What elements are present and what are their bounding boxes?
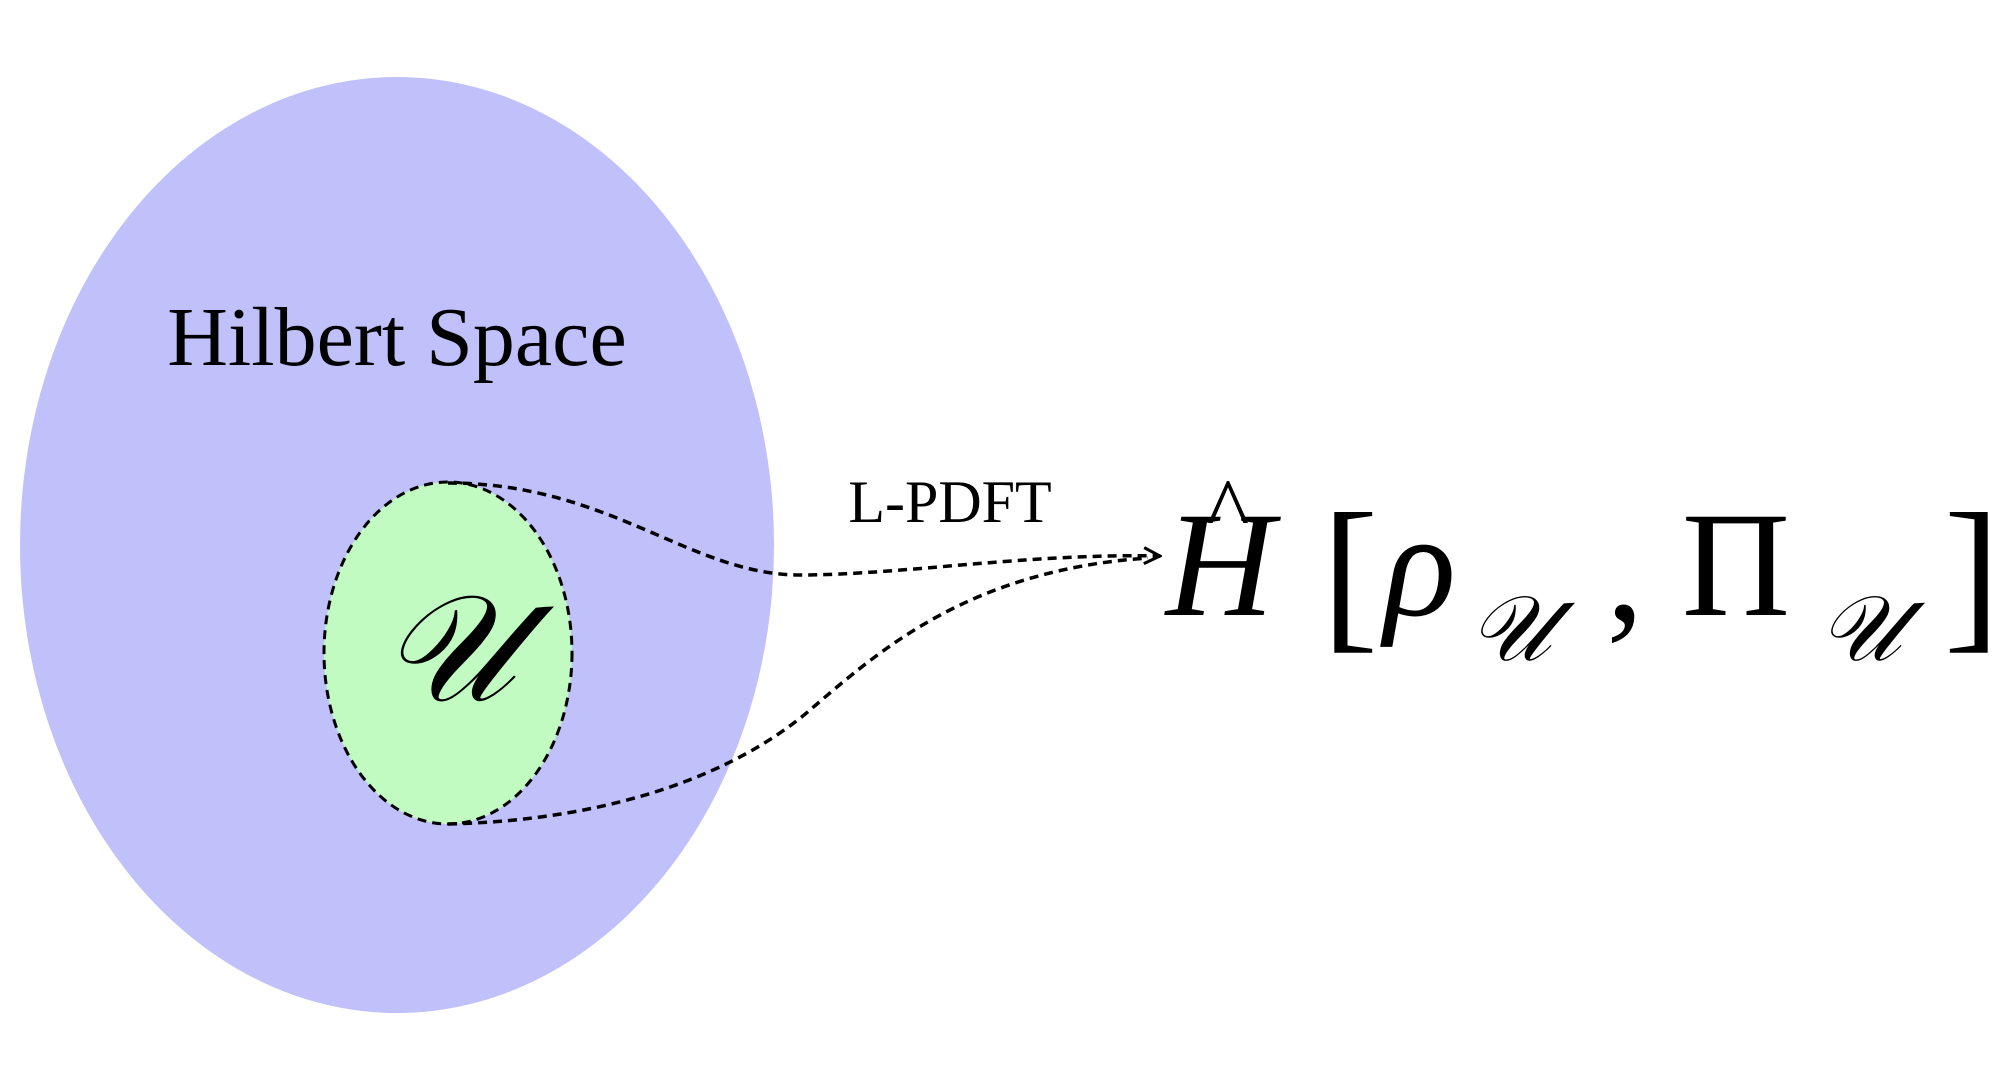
lower-mapping-curve [447, 556, 1149, 826]
l-pdft-label: L-PDFT [848, 469, 1051, 535]
comma-separator: , [1606, 487, 1644, 653]
hilbert-space-label: Hilbert Space [167, 291, 627, 384]
pi-subscript: 𝒰 [1819, 575, 1926, 682]
hamiltonian-hat: ^ [1207, 461, 1249, 560]
open-bracket: [ [1322, 479, 1379, 667]
rho-symbol: ρ [1380, 482, 1456, 648]
rho-subscript: 𝒰 [1469, 575, 1576, 682]
hamiltonian-expression: ^ H [ ρ 𝒰 , Π 𝒰 ] [1164, 461, 2000, 682]
close-bracket: ] [1944, 479, 2001, 667]
upper-mapping-curve [447, 481, 1160, 577]
hamiltonian-operator: H [1164, 482, 1282, 648]
pi-symbol: Π [1682, 482, 1790, 648]
